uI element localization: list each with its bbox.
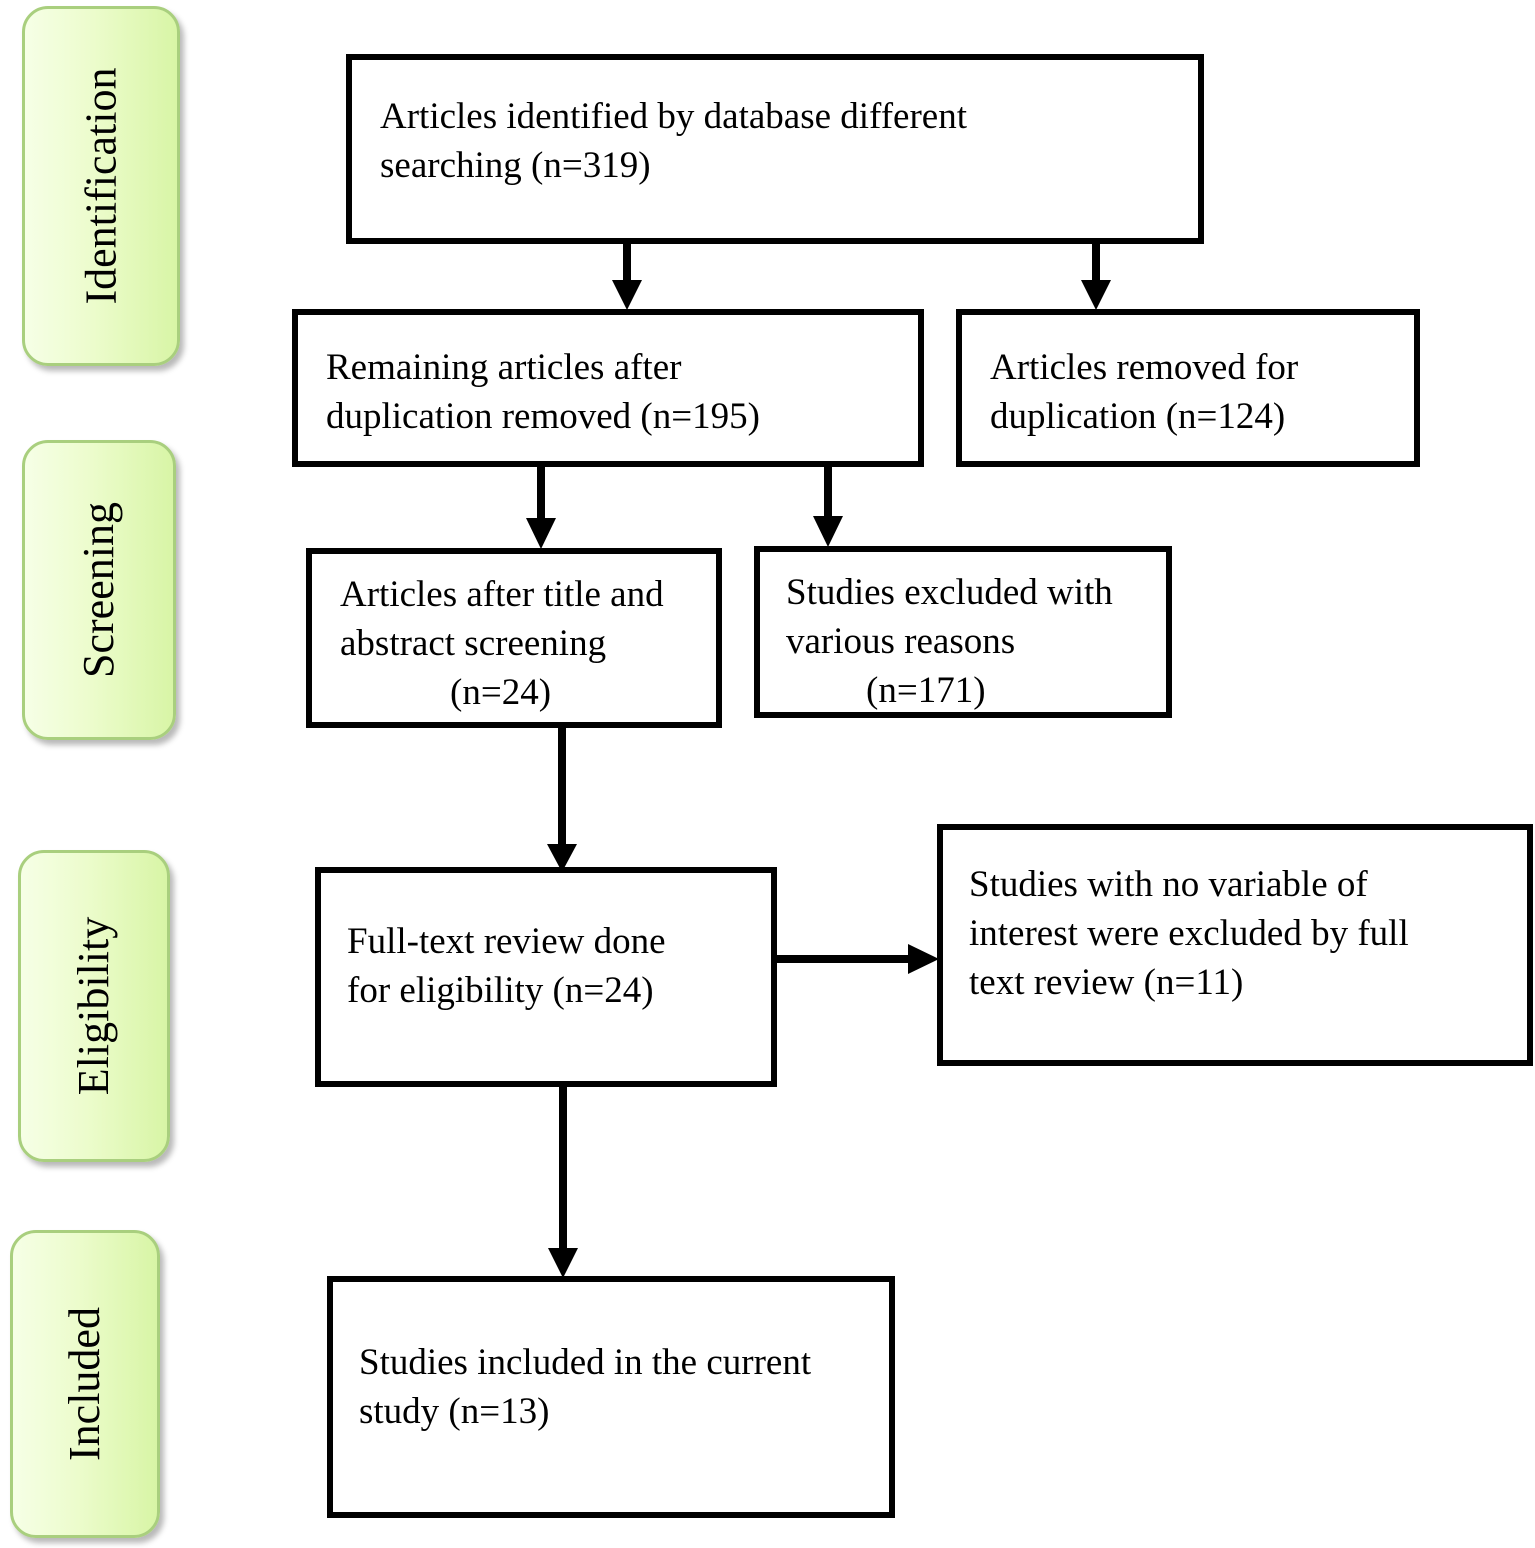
fulltext-box: Full-text review done for eligibility (n… [315,867,777,1087]
arrowhead-fulltext-to-no-variable [908,944,939,974]
excluded-text: Studies excluded with various reasons [786,572,1113,662]
arrowhead-remaining-to-excluded [813,516,843,547]
identified-box: Articles identified by database differen… [346,54,1204,244]
duplicates-removed-text: Articles removed for duplication (n=124) [990,347,1299,437]
fulltext-text: Full-text review done for eligibility (n… [347,921,666,1011]
screened-box: Articles after title and abstract screen… [306,548,722,728]
screened-text: Articles after title and abstract screen… [340,574,664,664]
no-variable-text: Studies with no variable of interest wer… [969,864,1409,1003]
arrowhead-screened-to-fulltext [547,844,577,872]
phase-screening: Screening [22,440,176,740]
arrowhead-fulltext-to-included [548,1248,578,1278]
identified-text: Articles identified by database differen… [380,96,967,186]
excluded-box: Studies excluded with various reasons (n… [754,546,1172,718]
remaining-text: Remaining articles after duplication rem… [326,347,760,437]
phase-identification: Identification [22,6,180,366]
remaining-box: Remaining articles after duplication rem… [292,309,924,467]
arrowhead-identified-to-remaining [612,280,642,310]
screened-count: (n=24) [450,672,552,713]
excluded-count: (n=171) [866,670,986,711]
no-variable-box: Studies with no variable of interest wer… [937,824,1533,1066]
arrowhead-remaining-to-screened [526,518,556,549]
phase-eligibility: Eligibility [18,850,170,1162]
arrowhead-identified-to-removed [1081,280,1111,310]
included-text: Studies included in the current study (n… [359,1342,812,1432]
phase-included: Included [10,1230,160,1538]
included-box: Studies included in the current study (n… [327,1276,895,1518]
duplicates-removed-box: Articles removed for duplication (n=124) [956,309,1420,467]
